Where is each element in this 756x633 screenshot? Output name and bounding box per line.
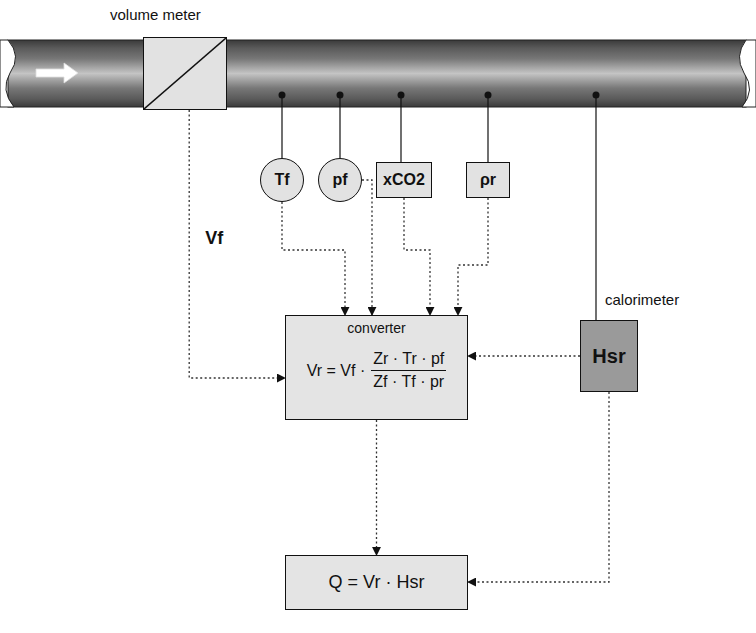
symbol-label: ρr xyxy=(480,171,496,189)
fraction: Zr · Tr · pfZf · Tf · pr xyxy=(371,350,446,391)
fraction-numerator: Zr · Tr · pf xyxy=(371,350,446,371)
formula-row: Vr = Vf · Zr · Tr · pfZf · Tf · pr xyxy=(307,350,447,391)
signal-connector xyxy=(468,355,580,356)
calorimeter-box: calorimeterHsr xyxy=(580,320,638,392)
signal-connector xyxy=(468,392,609,582)
flow-arrow xyxy=(36,63,78,83)
sensor-box: ρr xyxy=(466,162,510,198)
meter-label: volume meter xyxy=(110,6,201,23)
signal-connector xyxy=(282,202,345,315)
symbol-label: Tf xyxy=(274,171,289,189)
result-box: Q = Vr · Hsr xyxy=(285,555,468,610)
pipe-end xyxy=(0,40,16,107)
sensor-taps xyxy=(282,95,596,320)
converter-box: converter Vr = Vf · Zr · Tr · pfZf · Tf · … xyxy=(285,315,468,420)
volume-meter-box: volume meter xyxy=(143,37,227,110)
symbol-label: Hsr xyxy=(592,345,625,368)
tap-dots xyxy=(279,92,600,99)
calorimeter-label: calorimeter xyxy=(605,291,679,308)
converter-label: converter xyxy=(347,320,405,336)
signal-connector xyxy=(376,420,377,555)
formula-text: Q = Vr · Hsr xyxy=(329,572,425,593)
symbol-label: xCO2 xyxy=(383,171,425,189)
signal-connector xyxy=(404,198,430,315)
signal-connector xyxy=(189,110,285,378)
signal-connector xyxy=(458,198,488,315)
symbol-label: pf xyxy=(332,171,347,189)
signal-connector xyxy=(362,180,372,315)
pipe-end xyxy=(739,40,756,107)
sensor-circle: Tf xyxy=(260,158,304,202)
fraction-denominator: Zf · Tf · pr xyxy=(373,371,444,391)
meter-diagonal xyxy=(144,38,226,109)
pipe-body xyxy=(8,40,746,107)
formula-text: Vr = Vf · xyxy=(307,362,366,380)
signal-label: Vf xyxy=(203,228,225,249)
sensor-circle: pf xyxy=(318,158,362,202)
sensor-box: xCO2 xyxy=(376,162,432,198)
